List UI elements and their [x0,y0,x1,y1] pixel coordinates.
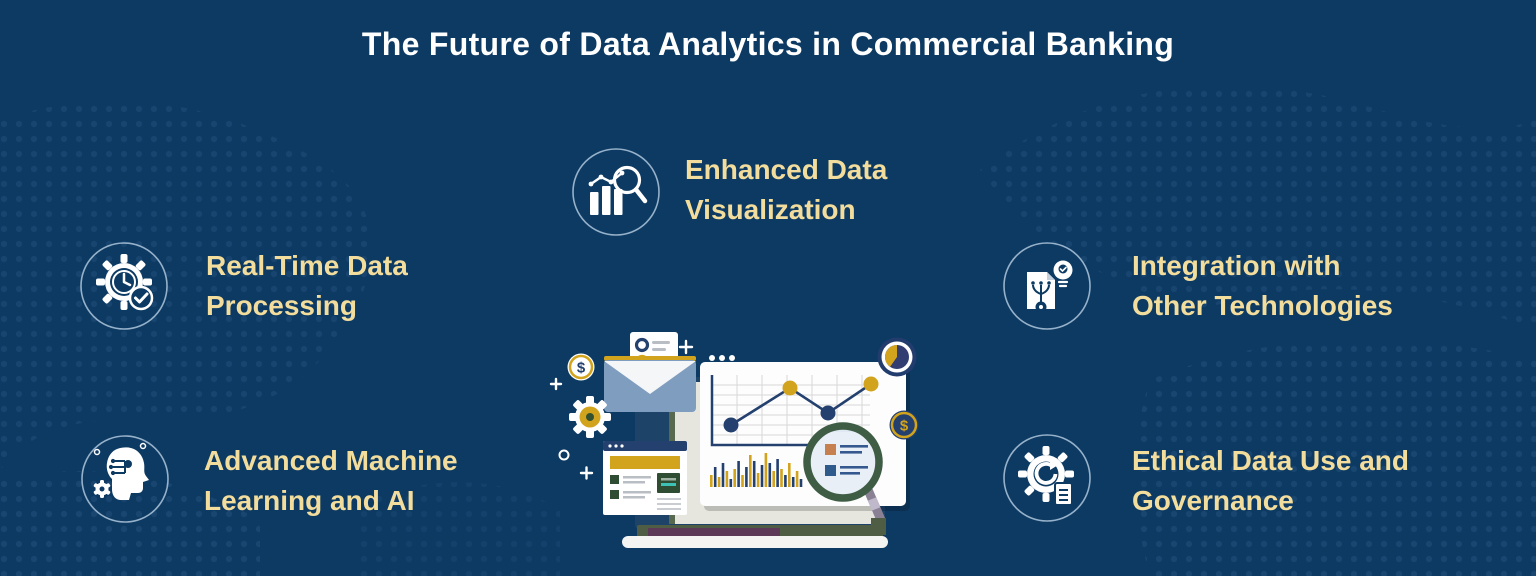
mini-bar [768,463,772,487]
mini-bar [788,463,791,487]
dollar-symbol: $ [900,418,909,435]
mini-bar [772,471,775,487]
chart-panel-illustration [700,362,910,511]
mini-bar [760,465,764,487]
decorative-plus-marks [549,339,694,480]
item-label-line: Governance [1132,485,1294,516]
item-enhanced-data-visualization: Enhanced Data Visualization [685,150,887,230]
item-integration-with-other-technologies: Integration with Other Technologies [1132,246,1393,326]
gear-icon [569,396,611,438]
item-label-line: Ethical Data Use and [1132,445,1409,476]
pie-chart-icon [877,337,917,377]
window-dots [709,355,735,361]
mini-bar [764,453,768,487]
item-label-line: Integration with [1132,250,1341,281]
mini-bar [752,461,756,487]
magnifier-illustration [803,422,886,535]
mini-bar [721,463,725,487]
mini-bar [737,461,740,487]
data-analytics-laptop-illustration: $ [549,332,919,548]
mini-bar [791,477,795,487]
dot-wave-top-right [980,85,1536,330]
mini-bar [713,467,717,487]
mini-bar [795,471,799,487]
mini-bar [776,459,779,487]
dot-wave-bottom-left [0,471,260,576]
dot-wave-bottom-center [360,482,560,576]
mini-bar [710,475,713,487]
item-label-line: Enhanced Data [685,154,888,185]
trend-dots [723,376,879,433]
item-label-line: Learning and AI [204,485,415,516]
item-ethical-data-use-and-governance: Ethical Data Use and Governance [1132,441,1409,521]
mini-bar [749,455,752,487]
mini-bar [741,475,744,487]
mini-bar [799,479,803,487]
dot-wave-left [0,100,372,470]
item-label-line: Advanced Machine [204,445,458,476]
mini-bar [733,469,736,487]
mini-bar [725,471,729,487]
mini-bar [717,477,721,487]
mini-bar [756,473,760,487]
dollar-coin-icon: $ [567,353,595,381]
item-label-line: Visualization [685,194,856,225]
ai-head-circuit-icon [81,435,169,523]
document-bulb-gear-icon [1003,242,1091,330]
browser-window-illustration [603,441,687,515]
decorative-circle [558,449,570,461]
mini-bar [784,475,787,487]
envelope-document-illustration [604,332,696,412]
trend-point [782,380,798,396]
mini-bar [745,467,748,487]
mini-bar [729,479,733,487]
item-label-line: Real-Time Data [206,250,408,281]
item-real-time-data-processing: Real-Time Data Processing [206,246,408,326]
trend-point [863,376,879,392]
gear-clock-check-icon [80,242,168,330]
item-advanced-machine-learning-and-ai: Advanced Machine Learning and AI [204,441,458,521]
mini-bar-chart [710,453,803,487]
gear-refresh-document-icon [1003,434,1091,522]
chart-magnifier-icon [572,148,660,236]
dollar-coin-icon: $ [889,410,919,440]
item-label-line: Other Technologies [1132,290,1393,321]
page-title: The Future of Data Analytics in Commerci… [361,26,1175,62]
dot-wave-bottom-right [1135,339,1536,576]
trend-point [820,405,836,421]
trend-point [723,417,739,433]
item-label-line: Processing [206,290,357,321]
trend-line [730,382,872,427]
dollar-symbol: $ [577,360,586,377]
mini-bar [780,469,783,487]
